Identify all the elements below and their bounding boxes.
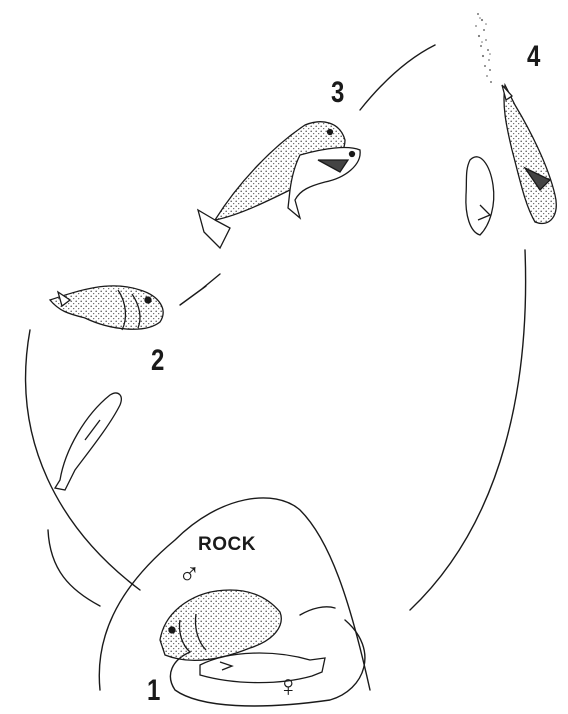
arc-left-inner [48,530,100,606]
fish-small-left [55,393,121,490]
rock-inner-arrow [300,607,335,615]
gamete-cloud [475,13,492,83]
fish-male-nest [160,590,281,660]
step-1-label: 1 [147,676,160,706]
rock-label: ROCK [198,535,256,554]
fish-female-nest [200,653,325,683]
arrow-2-to-3-b [203,274,220,288]
step-2-label: 2 [151,346,164,376]
arrow-2-to-3-a [180,286,206,305]
fish-stage-4 [502,85,556,223]
return-arc [410,250,526,610]
step-4-label: 4 [527,42,540,72]
male-symbol: ♂ [178,560,201,590]
fish-pair-stage-3 [198,122,360,248]
fish-stage-2 [50,286,163,330]
arrow-to-4 [360,45,435,110]
fish-small-near-4 [466,157,494,235]
step-3-label: 3 [331,78,344,108]
female-symbol: ♀ [277,672,300,702]
